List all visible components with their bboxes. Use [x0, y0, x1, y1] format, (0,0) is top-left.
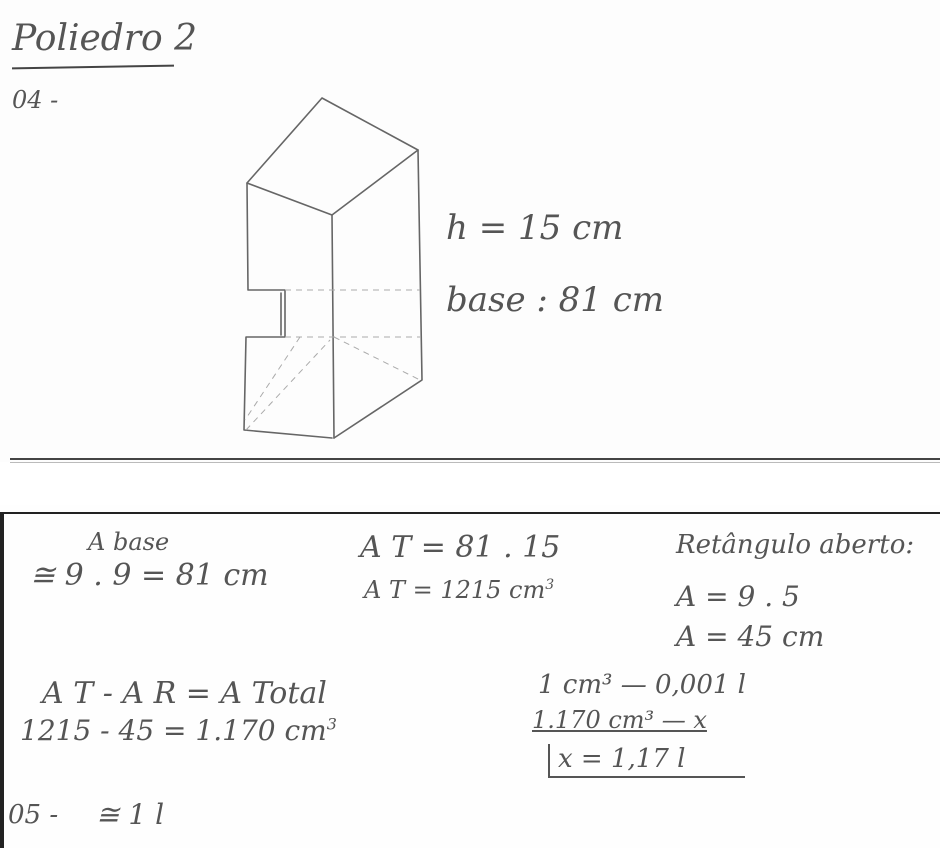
total-calc-text: 1215 - 45 = 1.170 cm	[20, 714, 327, 747]
total-area-calc: A T = 81 . 15	[360, 530, 561, 565]
total-formula: A T - A R = A Total	[42, 676, 327, 711]
total-calc-sup: 3	[326, 714, 337, 734]
base-label: base : 81 cm	[446, 280, 665, 320]
page-divider-line	[10, 458, 940, 460]
question-05-answer: ≅ 1 l	[96, 798, 165, 831]
open-rectangle-calc: A = 9 . 5	[676, 580, 800, 613]
page-gap	[0, 463, 940, 505]
paper-edge-top	[0, 512, 940, 514]
area-base-label: A base	[88, 528, 170, 556]
paper-edge-left	[0, 512, 4, 848]
notebook-page-bottom	[0, 505, 940, 848]
open-rectangle-result: A = 45 cm	[676, 620, 825, 653]
page-title: Poliedro 2	[12, 18, 198, 59]
question-04-number: 04 -	[12, 86, 59, 114]
total-area-result-sup: 3	[545, 577, 555, 593]
total-area-result: A T = 1215 cm3	[364, 576, 554, 604]
conversion-result: x = 1,17 l	[548, 744, 746, 778]
height-label: h = 15 cm	[446, 208, 624, 248]
total-calc: 1215 - 45 = 1.170 cm3	[20, 714, 337, 747]
open-rectangle-title: Retângulo aberto:	[676, 530, 915, 560]
notebook-page-top	[0, 0, 940, 462]
conversion-line-1: 1 cm³ — 0,001 l	[538, 670, 746, 700]
prism-drawing	[243, 97, 423, 439]
page-divider-shadow	[10, 462, 940, 463]
total-area-result-text: A T = 1215 cm	[364, 576, 546, 604]
conversion-line-2: 1.170 cm³ — x	[532, 706, 707, 734]
area-base-calc: ≅ 9 . 9 = 81 cm	[30, 558, 269, 593]
question-05-number: 05 -	[8, 800, 59, 830]
